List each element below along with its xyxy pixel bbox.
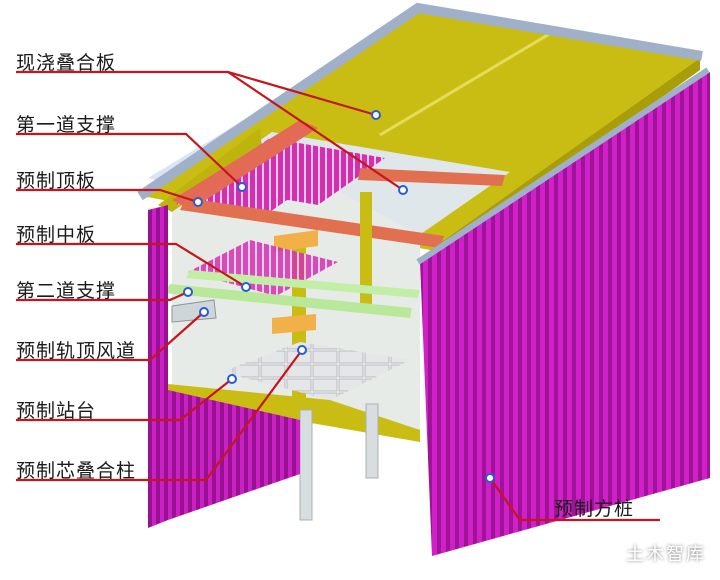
leader-duct bbox=[16, 311, 205, 362]
first-strut bbox=[358, 168, 505, 186]
label-precast-mid: 预制中板 bbox=[16, 224, 97, 246]
second-strut bbox=[164, 284, 412, 318]
marker-dot bbox=[227, 374, 237, 384]
slab-seam bbox=[379, 28, 557, 137]
leader-lines bbox=[16, 70, 660, 522]
watermark: 土木智库 bbox=[626, 544, 706, 565]
first-strut bbox=[180, 198, 444, 248]
left-pile-wall-bottom bbox=[168, 390, 300, 520]
leader-mid bbox=[16, 242, 247, 288]
marker-dot bbox=[485, 473, 495, 483]
marker-dot bbox=[371, 110, 381, 120]
label-precast-pile: 预制方桩 bbox=[554, 498, 635, 520]
foundation-pile bbox=[299, 409, 313, 521]
precast-column bbox=[360, 192, 372, 312]
first-strut bbox=[172, 120, 318, 210]
marker-dot bbox=[297, 345, 307, 355]
leader-column bbox=[16, 349, 303, 482]
right-pile-wall bbox=[420, 72, 710, 556]
box-frame bbox=[158, 128, 262, 212]
right-wall-edge bbox=[416, 67, 710, 265]
label-precast-column: 预制芯叠合柱 bbox=[16, 460, 137, 482]
slab-edge bbox=[137, 2, 703, 201]
bottom-slab bbox=[168, 384, 420, 442]
left-pile-wall bbox=[148, 205, 168, 528]
second-strut bbox=[186, 270, 420, 298]
column-head bbox=[272, 314, 316, 334]
marker-dot bbox=[241, 282, 251, 292]
label-first-strut: 第一道支撑 bbox=[16, 114, 117, 136]
leader-roof bbox=[16, 188, 199, 204]
leader-first-strut bbox=[16, 132, 243, 188]
leader-pile bbox=[489, 477, 660, 522]
column-head bbox=[274, 230, 318, 252]
marker-dot bbox=[199, 307, 209, 317]
markers bbox=[183, 110, 495, 483]
label-precast-roof: 预制顶板 bbox=[16, 170, 97, 192]
marker-dot bbox=[237, 182, 247, 192]
leader-platform bbox=[16, 378, 233, 422]
label-precast-platform: 预制站台 bbox=[16, 400, 97, 422]
marker-dot bbox=[183, 287, 193, 297]
precast-platform bbox=[222, 342, 410, 400]
leader-cast-slab bbox=[227, 71, 404, 191]
label-second-strut: 第二道支撑 bbox=[16, 280, 117, 302]
marker-dot bbox=[398, 185, 408, 195]
leader-second bbox=[16, 290, 189, 302]
label-cast-slab: 现浇叠合板 bbox=[16, 52, 117, 74]
foundation-pile bbox=[365, 403, 379, 479]
label-precast-duct: 预制轨顶风道 bbox=[16, 340, 137, 362]
marker-dot bbox=[193, 197, 203, 207]
